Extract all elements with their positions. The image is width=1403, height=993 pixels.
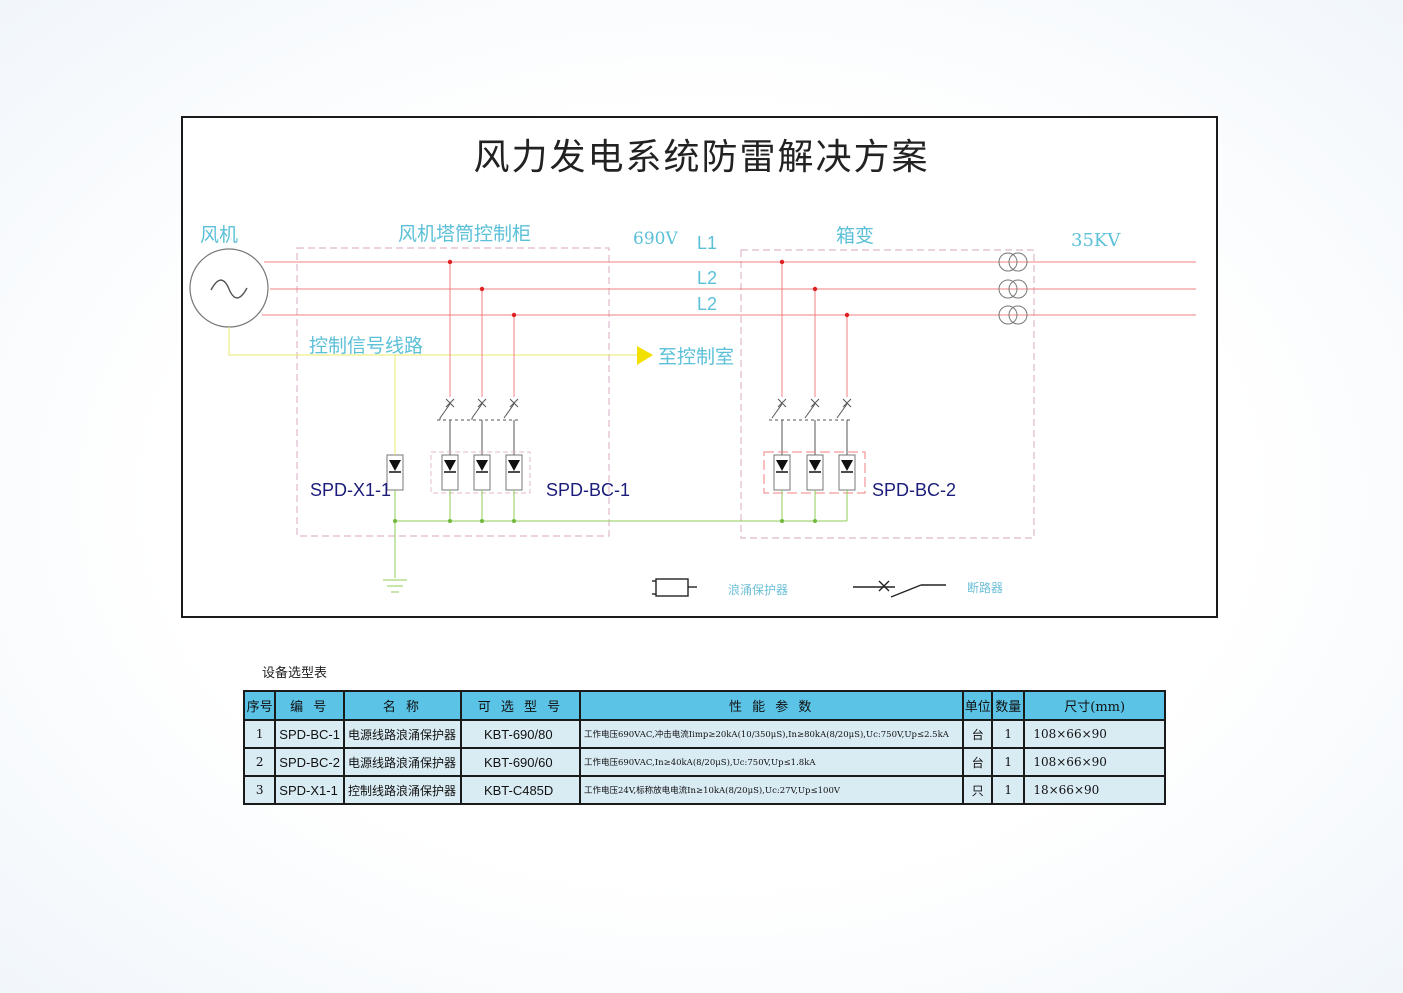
header-quantity: 数量 [991,690,1026,721]
spd-bc1-module-2 [473,454,491,491]
cell-name: 电源线路浪涌保护器 [342,719,462,749]
box-transformer-label: 箱变 [836,225,875,247]
cell-code: SPD-X1-1 [274,775,345,805]
header-model: 可 选 型 号 [459,690,581,721]
cell-unit: 台 [962,747,994,777]
cell-unit: 只 [962,775,994,805]
spd-modules [386,454,856,491]
table-row: 2 SPD-BC-2 电源线路浪涌保护器 KBT-690/60 工作电压690V… [242,747,1166,777]
ground-dots [393,519,817,523]
power-lines [262,261,1196,316]
cell-quantity: 1 [991,775,1026,805]
cell-index: 2 [242,747,277,777]
control-signal-line [228,327,637,356]
cell-performance: 工作电压690VAC,In≥40kA(8/20μS),Uc:750V,Up≤1.… [578,747,965,777]
spd-bc2-module-1 [773,454,791,491]
cell-performance: 工作电压690VAC,冲击电流Iimp≥20kA(10/350μS),In≥80… [578,719,965,749]
header-performance: 性 能 参 数 [578,690,965,721]
spd-bc2-module-2 [806,454,824,491]
spd-bc1-group [430,451,531,494]
transformer-tap-dots [779,259,850,318]
cell-code: SPD-BC-2 [274,747,345,777]
table-header-row: 序号 编 号 名 称 可 选 型 号 性 能 参 数 单位 数量 尺寸(mm) [242,690,1166,721]
cell-name: 控制线路浪涌保护器 [342,775,462,805]
legend-breaker-label: 断路器 [967,581,1004,595]
cell-index: 1 [242,719,277,749]
cell-quantity: 1 [991,719,1026,749]
transformer-taps [781,262,848,397]
voltage-35kv-label: 35KV [1071,230,1121,251]
arrow-icon [637,346,653,365]
spd-bc2-label: SPD-BC-2 [872,480,957,500]
header-size: 尺寸(mm) [1023,690,1166,721]
cell-size: 108×66×90 [1023,719,1166,749]
cell-code: SPD-BC-1 [274,719,345,749]
cell-size: 18×66×90 [1023,775,1166,805]
control-room-label: 至控制室 [658,346,735,368]
header-index: 序号 [242,690,277,721]
cabinet-tap-dots [447,259,517,318]
phase-2-label: L2 [697,268,718,288]
box-transformer-box [740,249,1035,539]
table-row: 3 SPD-X1-1 控制线路浪涌保护器 KBT-C485D 工作电压24V,标… [242,775,1166,805]
spd-bc1-module-3 [505,454,523,491]
header-unit: 单位 [962,690,994,721]
diagram-title: 风力发电系统防雷解决方案 [473,137,930,178]
cell-name: 电源线路浪涌保护器 [342,747,462,777]
cabinet-taps [449,262,515,397]
tower-cabinet-box [296,247,610,537]
ground-icon [383,579,407,593]
diagram-frame [181,116,1218,618]
cell-model: KBT-690/80 [459,719,581,749]
breaker-group-1 [437,398,519,455]
control-signal-label: 控制信号线路 [309,335,424,357]
breaker-group-2 [769,398,852,455]
phase-3-label: L2 [697,294,718,314]
spd-bc2-module-3 [838,454,856,491]
spd-bc1-module-1 [441,454,459,491]
turbine-label: 风机 [200,224,239,246]
cell-unit: 台 [962,719,994,749]
header-name: 名 称 [342,690,462,721]
transformer-icon [998,252,1028,325]
spd-x1-label: SPD-X1-1 [310,480,392,500]
ac-wave-icon [210,279,248,299]
tower-cabinet-label: 风机塔筒控制柜 [398,223,532,245]
header-code: 编 号 [274,690,345,721]
ground-lines [394,490,848,578]
voltage-690-label: 690V [633,229,678,249]
legend-surge-label: 浪涌保护器 [728,583,789,597]
legend-surge-icon [652,578,697,597]
table-caption: 设备选型表 [262,666,328,681]
cell-quantity: 1 [991,747,1026,777]
cell-size: 108×66×90 [1023,747,1166,777]
cell-model: KBT-C485D [459,775,581,805]
spd-bc2-group [763,451,866,494]
legend-breaker-icon [853,580,946,598]
phase-1-label: L1 [697,233,718,253]
cell-index: 3 [242,775,277,805]
equipment-table: 序号 编 号 名 称 可 选 型 号 性 能 参 数 单位 数量 尺寸(mm) … [242,690,1166,805]
cell-performance: 工作电压24V,标称放电电流In≥10kA(8/20μS),Uc:27V,Up≤… [578,775,965,805]
spd-bc1-label: SPD-BC-1 [546,480,631,500]
table-row: 1 SPD-BC-1 电源线路浪涌保护器 KBT-690/80 工作电压690V… [242,719,1166,749]
cell-model: KBT-690/60 [459,747,581,777]
